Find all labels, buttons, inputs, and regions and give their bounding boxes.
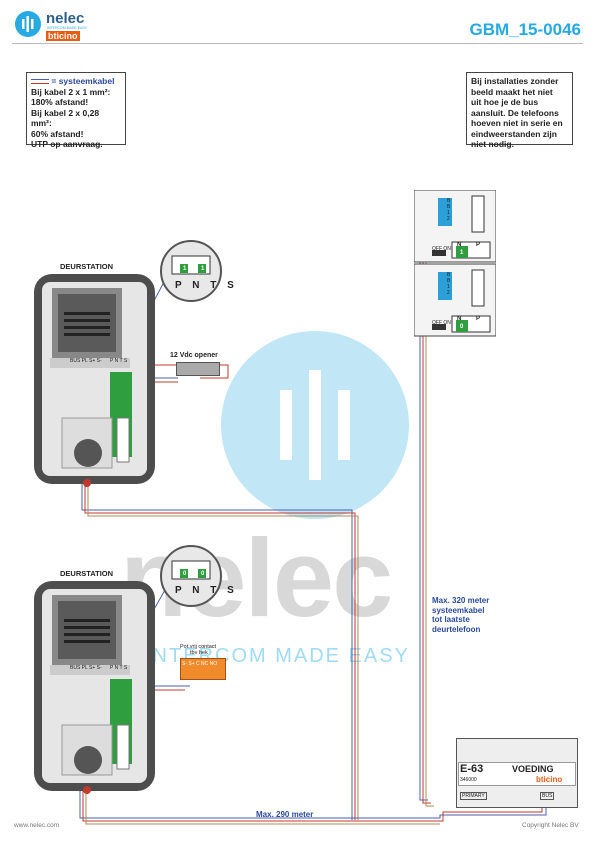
max-distance-phone: Max. 320 meter systeemkabel tot laatste … — [432, 596, 489, 634]
watermark-logo-icon — [221, 331, 409, 519]
ds1-terminals-pnts: P N T S — [110, 358, 128, 364]
legend-line: UTP op aanvraag. — [31, 139, 103, 149]
contact-terminals: S- S+ C NC NO — [182, 661, 218, 667]
power-supply-bus: BUS — [540, 792, 555, 800]
info-line: hoeven niet in serie en — [471, 118, 563, 128]
info-line: aansluit. De telefoons — [471, 107, 559, 118]
phone1-term-1: 1 — [447, 210, 450, 216]
power-supply-brand: bticino — [536, 775, 563, 784]
power-supply-name: VOEDING — [512, 764, 554, 774]
info-line: eindweerstanden zijn — [471, 128, 557, 139]
phone2-header-n: N — [457, 316, 462, 322]
contact-label-2: tbv hek — [190, 650, 208, 656]
contact-label-1: Pot.vrij contact — [180, 644, 217, 650]
phone1-switch-label: OFF ON — [432, 246, 451, 252]
max-distance-line: deurtelefoon — [432, 624, 481, 634]
power-supply-primary: PRIMARY — [460, 792, 487, 800]
partner-brand: bticino — [46, 31, 80, 41]
ds2-terminals-pnts: P N T S — [110, 665, 128, 671]
door-station-1-label: DEURSTATION — [60, 262, 114, 271]
info-note: Bij installaties zonder beeld maakt het … — [466, 72, 573, 149]
cable-legend: = systeemkabel Bij kabel 2 x 1 mm²: 180%… — [26, 72, 126, 149]
door-station-2-label: DEURSTATION — [60, 569, 114, 578]
info-line: niet nodig. — [471, 139, 514, 149]
opener-device — [176, 362, 220, 376]
door-station-1 — [34, 274, 155, 487]
max-distance-door: Max. 290 meter — [256, 810, 314, 819]
ds2-dip-2: 0 — [201, 571, 205, 577]
phone1-header-n: N — [457, 242, 462, 248]
phone2-term-2: 2 — [447, 290, 450, 296]
ds1-dip-1: 1 — [183, 266, 187, 272]
ds1-zoom-labels: P N T S — [175, 280, 238, 291]
max-distance-line: tot laatste — [432, 615, 470, 624]
phone1-value: 1 — [460, 250, 464, 256]
ds2-zoom-labels: P N T S — [175, 585, 238, 596]
footer-copyright: Copyright Nelec BV — [522, 822, 579, 829]
phone2-value: 0 — [460, 324, 464, 330]
ds2-dip-1: 0 — [183, 571, 187, 577]
phone2-term-b2: B — [447, 278, 451, 284]
max-distance-line: systeemkabel — [432, 605, 485, 615]
info-line: Bij installaties zonder — [471, 76, 559, 86]
phone-panel — [414, 190, 496, 337]
doc-number: GBM_15-0046 — [469, 20, 581, 39]
contact-module — [180, 658, 226, 680]
zoom-ds2 — [160, 545, 222, 607]
footer-website: www.nelec.com — [14, 822, 60, 829]
phone1-header-p: P — [476, 242, 481, 248]
zoom-ds1 — [160, 240, 222, 302]
phone2-switch-label: OFF ON — [432, 320, 451, 326]
max-distance-line: Max. 320 meter — [432, 596, 490, 605]
ds1-terminals: BUS PL S+ S- — [70, 358, 102, 364]
phone2-term-b1: B — [447, 272, 451, 278]
legend-line: Bij kabel 2 x 1 mm²: — [31, 86, 111, 97]
nelec-logo-icon — [15, 11, 41, 37]
brand-name: nelec — [46, 10, 85, 27]
legend-line: 180% afstand! — [31, 97, 89, 107]
info-line: uit hoe je de bus — [471, 97, 539, 107]
phone2-term-1: 1 — [447, 284, 450, 290]
phone1-term-2: 2 — [447, 216, 450, 222]
door-station-2 — [34, 581, 155, 794]
ds1-dip-2: 1 — [201, 266, 205, 272]
power-supply-model: E-63 — [460, 763, 484, 775]
opener-label: 12 Vdc opener — [170, 352, 218, 359]
phone1-term-b2: B — [447, 204, 451, 210]
legend-line: = systeemkabel — [51, 76, 115, 86]
info-line: beeld maakt het niet — [471, 86, 553, 97]
brand-tagline: INTERCOM MADE EASY — [47, 26, 88, 30]
legend-line: Bij kabel 2 x 0,28 mm²: — [31, 107, 100, 129]
ds2-terminals: BUS PL S+ S- — [70, 665, 102, 671]
phone1-term-b1: B — [447, 198, 451, 204]
header-divider — [12, 43, 583, 44]
legend-line: 60% afstand! — [31, 128, 84, 139]
phone2-header-p: P — [476, 316, 481, 322]
power-supply-label-strip — [458, 762, 576, 786]
power-supply-code: 346000 — [460, 777, 477, 783]
